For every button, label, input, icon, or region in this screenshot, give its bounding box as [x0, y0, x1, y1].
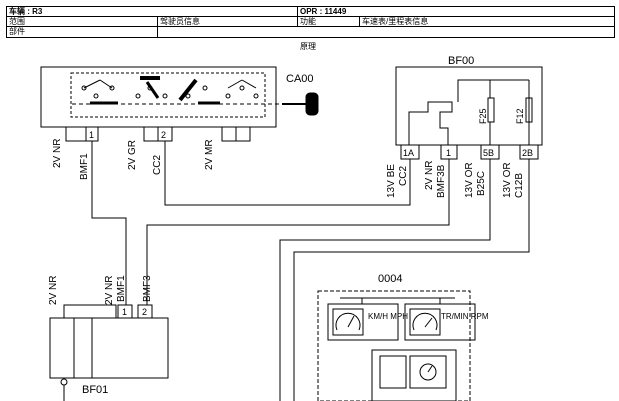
cluster-module — [371, 349, 457, 401]
bf00-wire-label-1: 13V BE — [386, 164, 397, 198]
bf00-wire-label-4: BMF3B — [436, 164, 447, 198]
chip-icon — [379, 355, 407, 389]
bf01-body — [49, 317, 169, 379]
bf00-pin-2b: 2B — [522, 148, 533, 158]
fuse-f25-label: F25 — [478, 108, 488, 124]
ca00-contacts — [72, 76, 290, 105]
bf00-pin-5b: 5B — [483, 148, 494, 158]
parts-label: 部件 — [9, 27, 25, 36]
bf00-name: BF00 — [448, 55, 474, 67]
cluster-0004: 0004 KM/H MPH TR/MIN RPM — [317, 273, 489, 401]
cluster-outline — [317, 290, 471, 401]
function-label: 功能 — [297, 17, 359, 26]
bf00-wire-label-7: 13V OR — [502, 162, 513, 198]
ca00-switch: CA00 1 2 — [40, 66, 319, 142]
bf01-wire-label-1: 2V NR — [48, 276, 59, 305]
ca00-wire-label-1: 2V NR — [52, 139, 63, 168]
opr-label: OPR — [300, 7, 318, 16]
opr-cell: OPR : 11449 — [297, 7, 616, 16]
bf00-body — [395, 66, 543, 146]
vehicle-value: : R3 — [27, 7, 43, 16]
ca00-name: CA00 — [286, 73, 314, 85]
header-table: 车辆 : R3 OPR : 11449 范围 驾驶员信息 功能 车速表/里程表信… — [6, 6, 615, 38]
fuse-f12-label: F12 — [515, 108, 525, 124]
ca00-wire-label-3: 2V GR — [127, 140, 138, 170]
bf00-pin-1a: 1A — [403, 148, 414, 158]
bf00-wire-label-6: B25C — [476, 171, 487, 196]
bf01-box: 1 2 BF01 — [49, 304, 169, 401]
header-row-scope: 范围 驾驶员信息 功能 车速表/里程表信息 — [7, 17, 614, 27]
bf01-wire-label-3: BMF1 — [116, 275, 127, 302]
ca00-inner — [70, 72, 266, 118]
ca00-pin-1: 1 — [89, 130, 94, 140]
bf01-wire-label-2: 2V NR — [104, 276, 115, 305]
parts-value — [157, 27, 616, 37]
scope-value: 驾驶员信息 — [157, 17, 297, 26]
bf00-pin-1: 1 — [446, 148, 451, 158]
vehicle-cell: 车辆 : R3 — [7, 7, 297, 16]
header-row-vehicle: 车辆 : R3 OPR : 11449 — [7, 7, 614, 17]
speedometer-label: KM/H MPH — [368, 312, 408, 321]
bf00-wire-label-3: 2V NR — [424, 161, 435, 190]
header-row-parts: 部件 — [7, 27, 614, 37]
bf01-name: BF01 — [82, 384, 108, 396]
bf01-pin-1: 1 — [122, 307, 127, 317]
ca00-wire-label-5: 2V MR — [204, 139, 215, 170]
bf01-pin-2: 2 — [142, 307, 147, 317]
speedometer — [327, 303, 399, 341]
ca00-wire-label-2: BMF1 — [79, 153, 90, 180]
bf00-wire-label-8: C12B — [514, 173, 525, 198]
ca00-pin-2: 2 — [161, 130, 166, 140]
key-icon — [282, 92, 319, 116]
vehicle-label: 车辆 — [9, 7, 25, 16]
function-value: 车速表/里程表信息 — [359, 17, 616, 26]
ca00-wire-label-4: CC2 — [152, 155, 163, 175]
bf01-wire-label-4: BMF3 — [142, 275, 153, 302]
scope-label: 范围 — [9, 17, 25, 26]
tachometer-label: TR/MIN RPM — [441, 312, 489, 321]
opr-value: : 11449 — [319, 7, 347, 16]
bf00-fusebox: BF00 F25 F12 1A 1 5B 2B — [395, 55, 543, 160]
bf00-wire-label-2: CC2 — [398, 166, 409, 186]
bf00-wire-label-5: 13V OR — [464, 162, 475, 198]
principle-label: 原理 — [300, 42, 316, 51]
cluster-name: 0004 — [378, 273, 402, 285]
wires — [91, 141, 530, 401]
